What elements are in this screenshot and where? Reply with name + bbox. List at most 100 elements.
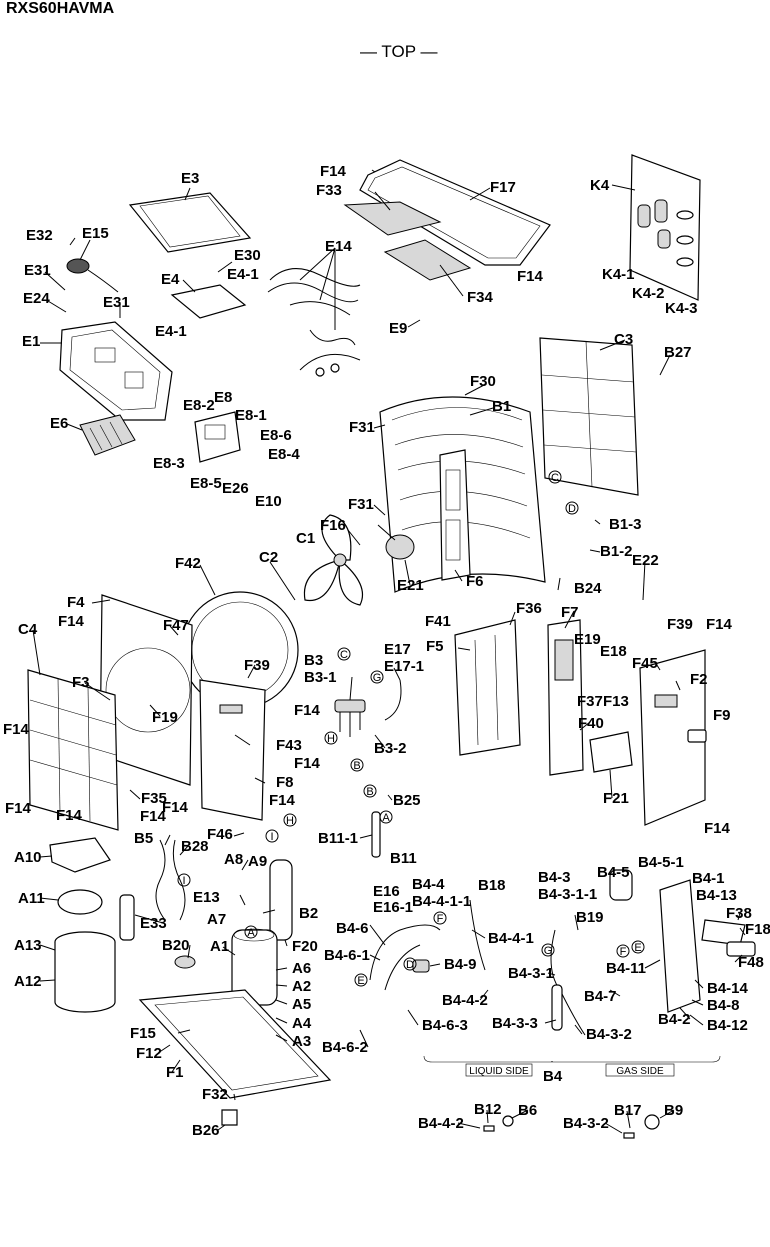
- label-f35: F35: [141, 790, 167, 807]
- svg-text:D: D: [568, 503, 576, 515]
- label-e30: E30: [234, 247, 261, 264]
- svg-text:G: G: [544, 945, 553, 957]
- label-b4-5: B4-5: [597, 864, 630, 881]
- connection-mark-g2: G: [541, 943, 555, 957]
- label-f3: F3: [72, 674, 90, 691]
- label-f14e: F14: [3, 721, 30, 738]
- label-b2: B2: [299, 905, 318, 922]
- connection-mark-g1: G: [370, 670, 384, 684]
- part-b5-e33-heater: [119, 839, 186, 941]
- label-b4-4-2b: B4-4-2: [418, 1115, 464, 1132]
- svg-text:A: A: [382, 812, 390, 824]
- label-b4-2: B4-2: [658, 1011, 691, 1028]
- label-e4-1b: E4-1: [155, 323, 187, 340]
- label-b4-4-1: B4-4-1: [488, 930, 534, 947]
- label-b1-3: B1-3: [609, 516, 642, 533]
- svg-text:I: I: [270, 831, 273, 843]
- label-f42: F42: [175, 555, 201, 572]
- part-f8-side-panel: [199, 679, 266, 821]
- label-f14i: F14: [5, 800, 32, 817]
- label-e9: E9: [389, 320, 407, 337]
- label-b4-4-2: B4-4-2: [442, 992, 488, 1009]
- label-b11-1: B11-1: [318, 830, 358, 847]
- part-f4-front-panel: [99, 594, 193, 786]
- part-c1-fan: [303, 514, 364, 606]
- part-e6-heatsink: [79, 414, 136, 456]
- label-f14m: F14: [704, 820, 731, 837]
- part-e15-component: [66, 258, 119, 293]
- label-a13: A13: [14, 937, 42, 954]
- svg-text:H: H: [286, 815, 294, 827]
- label-b4-13: B4-13: [696, 887, 737, 904]
- label-b4-12: B4-12: [707, 1017, 748, 1034]
- label-f1: F1: [166, 1064, 184, 1081]
- svg-text:G: G: [373, 672, 382, 684]
- part-c4-discharge-grille: [27, 669, 119, 831]
- label-b25: B25: [393, 792, 421, 809]
- label-b12: B12: [474, 1101, 502, 1118]
- label-f5: F5: [426, 638, 444, 655]
- label-e4: E4: [161, 271, 180, 288]
- connection-marks: C D C G H B B A I H I A F E D G F E: [177, 470, 645, 987]
- label-f2: F2: [690, 671, 708, 688]
- label-b17: B17: [614, 1102, 642, 1119]
- label-e32: E32: [26, 227, 53, 244]
- label-e8-3: E8-3: [153, 455, 185, 472]
- connection-mark-e2: E: [631, 940, 645, 954]
- label-f14b: F14: [517, 268, 544, 285]
- label-c4: C4: [18, 621, 38, 638]
- label-f12: F12: [136, 1045, 162, 1062]
- label-b4-3-1-1: B4-3-1-1: [538, 886, 597, 903]
- label-k4: K4: [590, 177, 610, 194]
- label-a5: A5: [292, 996, 311, 1013]
- svg-text:F: F: [437, 913, 444, 925]
- label-f16: F16: [320, 517, 346, 534]
- label-b4-3-2: B4-3-2: [586, 1026, 632, 1043]
- label-k4-2: K4-2: [632, 285, 665, 302]
- label-a10: A10: [14, 849, 42, 866]
- label-b3-2: B3-2: [374, 740, 407, 757]
- label-f47: F47: [163, 617, 189, 634]
- svg-text:D: D: [406, 959, 414, 971]
- label-b4-4-1-1: B4-4-1-1: [412, 893, 471, 910]
- label-c3: C3: [614, 331, 633, 348]
- label-b4-7: B4-7: [584, 988, 617, 1005]
- label-a3: A3: [292, 1033, 311, 1050]
- connection-mark-i2: I: [177, 873, 191, 887]
- label-a2: A2: [292, 978, 311, 995]
- label-b24: B24: [574, 580, 602, 597]
- label-f6: F6: [466, 573, 484, 590]
- label-f14j: F14: [162, 799, 189, 816]
- label-f34: F34: [467, 289, 494, 306]
- label-f31b: F31: [348, 496, 374, 513]
- label-f43: F43: [276, 737, 302, 754]
- label-f14h: F14: [269, 792, 296, 809]
- label-e16: E16: [373, 883, 400, 900]
- label-b4-6: B4-6: [336, 920, 369, 937]
- label-b4-6-1: B4-6-1: [324, 947, 370, 964]
- label-e24: E24: [23, 290, 50, 307]
- label-a6: A6: [292, 960, 311, 977]
- label-b20: B20: [162, 937, 190, 954]
- label-b4-5-1: B4-5-1: [638, 854, 684, 871]
- label-b4-3-2b: B4-3-2: [563, 1115, 609, 1132]
- label-b27: B27: [664, 344, 692, 361]
- label-f30: F30: [470, 373, 496, 390]
- label-e16-1: E16-1: [373, 899, 413, 916]
- connection-mark-a2: A: [244, 925, 258, 939]
- label-e4-1a: E4-1: [227, 266, 259, 283]
- label-e33: E33: [140, 915, 167, 932]
- label-b26: B26: [192, 1122, 220, 1139]
- label-e6: E6: [50, 415, 68, 432]
- connection-mark-d1: D: [565, 501, 579, 515]
- label-a8: A8: [224, 851, 243, 868]
- label-f21: F21: [603, 790, 629, 807]
- connection-mark-h2: H: [283, 813, 297, 827]
- label-b4-3-1: B4-3-1: [508, 965, 554, 982]
- label-a12: A12: [14, 973, 42, 990]
- label-b4-8: B4-8: [707, 997, 740, 1014]
- connection-mark-f2: F: [616, 944, 630, 958]
- connection-mark-b2: B: [363, 784, 377, 798]
- label-f17: F17: [490, 179, 516, 196]
- svg-text:E: E: [634, 942, 641, 954]
